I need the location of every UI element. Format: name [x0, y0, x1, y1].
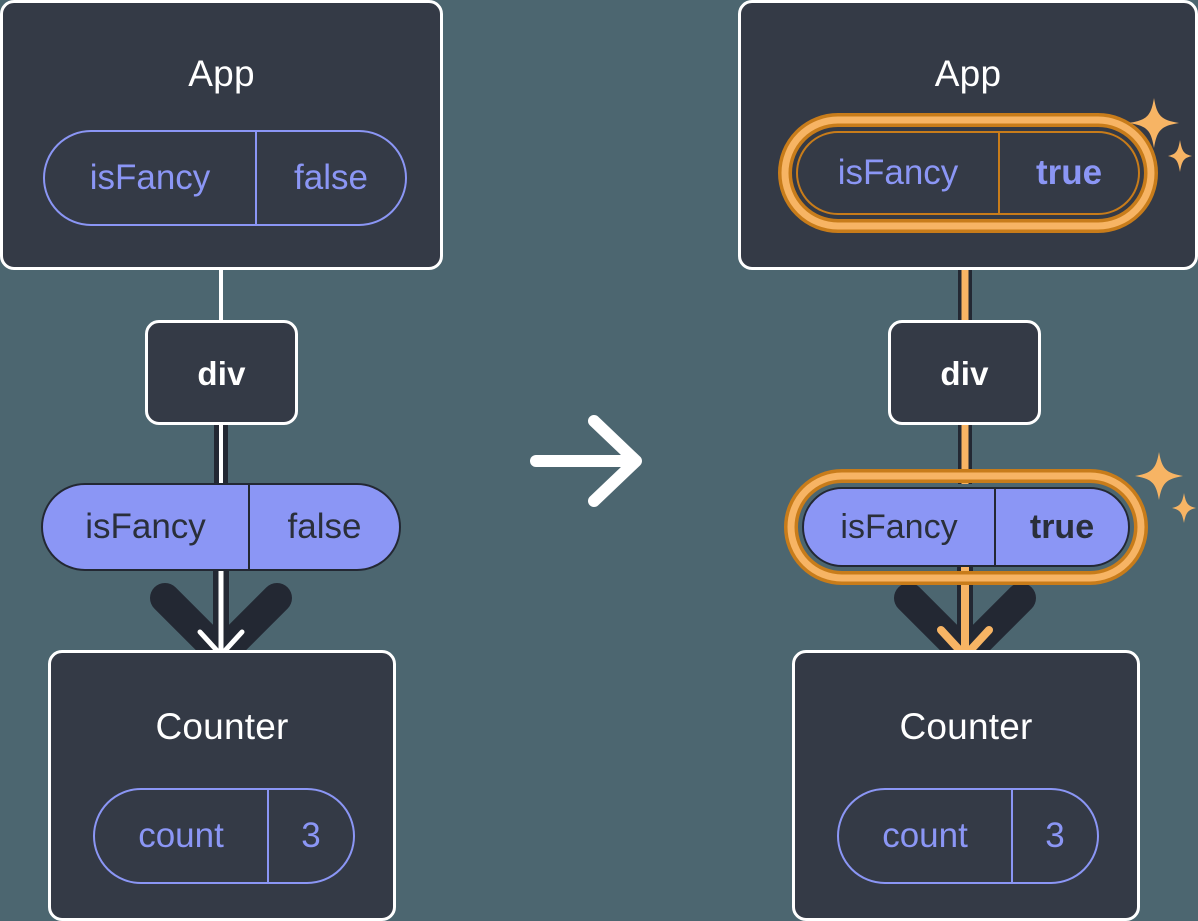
- passed-prop-name-left: isFancy: [85, 507, 206, 546]
- app-prop-value-right: true: [998, 133, 1138, 213]
- counter-state-value-right: 3: [1011, 790, 1097, 882]
- passed-prop-value-left: false: [248, 485, 399, 569]
- counter-state-pill-right[interactable]: count 3: [837, 788, 1099, 884]
- app-prop-pill-right-highlight: [778, 113, 1158, 233]
- app-node-left[interactable]: App isFancy false: [0, 0, 443, 270]
- app-prop-name-left: isFancy: [89, 158, 211, 197]
- counter-state-name-left: count: [138, 816, 224, 855]
- counter-state-pill-left[interactable]: count 3: [93, 788, 355, 884]
- div-node-left[interactable]: div: [145, 320, 298, 425]
- passed-prop-pill-left[interactable]: isFancy false: [41, 483, 401, 571]
- app-prop-name-right: isFancy: [837, 153, 959, 192]
- app-prop-pill-left[interactable]: isFancy false: [43, 130, 407, 226]
- counter-node-label-left: Counter: [155, 706, 289, 747]
- counter-node-label-right: Counter: [899, 706, 1033, 747]
- passed-prop-pill-right[interactable]: isFancy true: [802, 487, 1130, 567]
- passed-prop-pill-right-highlight: [784, 469, 1148, 585]
- counter-node-right[interactable]: Counter count 3: [792, 650, 1140, 921]
- passed-prop-name-right: isFancy: [840, 507, 958, 546]
- div-node-label-right: div: [940, 355, 989, 392]
- app-prop-value-left: false: [255, 132, 405, 224]
- div-node-label-left: div: [197, 355, 246, 392]
- counter-state-value-left: 3: [267, 790, 353, 882]
- app-node-label-right: App: [934, 53, 1002, 94]
- highlight-ring-app: [778, 113, 1158, 233]
- div-node-right[interactable]: div: [888, 320, 1041, 425]
- arrow-right-icon: [530, 415, 642, 507]
- passed-prop-value-right: true: [994, 489, 1128, 565]
- counter-state-name-right: count: [882, 816, 968, 855]
- counter-node-left[interactable]: Counter count 3: [48, 650, 396, 921]
- highlight-ring-prop: [784, 469, 1148, 585]
- app-prop-pill-right[interactable]: isFancy true: [796, 131, 1140, 215]
- app-node-label-left: App: [188, 53, 255, 94]
- arrow-prop-to-counter-left: [150, 560, 292, 669]
